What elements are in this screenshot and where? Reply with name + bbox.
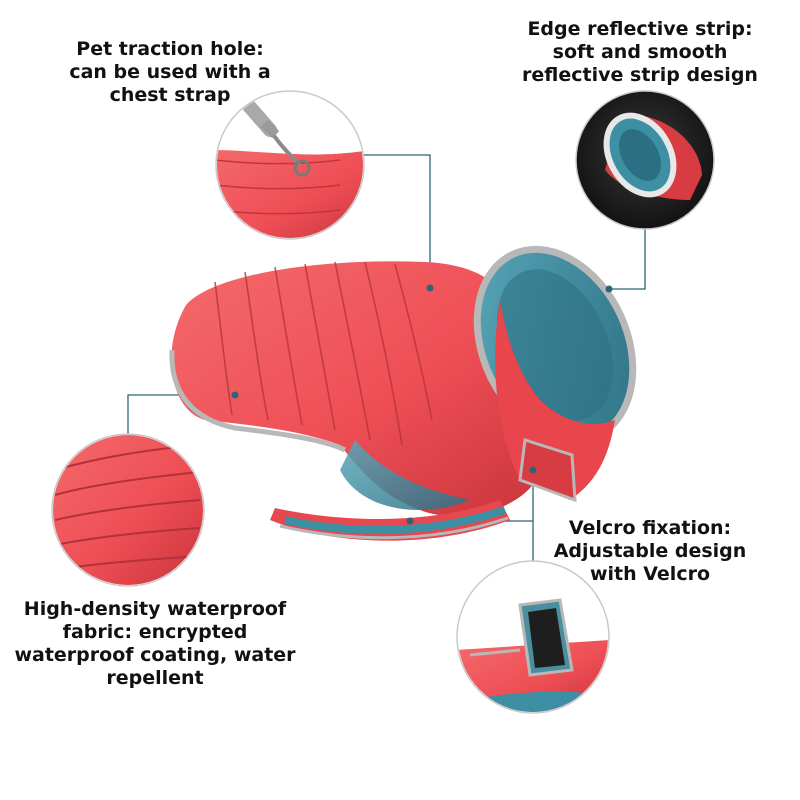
leader-dot-edge bbox=[605, 285, 613, 293]
caption-traction-hole: Pet traction hole: can be used with a ch… bbox=[50, 38, 290, 107]
caption-line: reflective strip design bbox=[522, 64, 758, 86]
caption-line: soft and smooth bbox=[552, 41, 728, 63]
caption-line: Pet traction hole: bbox=[76, 38, 264, 60]
caption-line: chest strap bbox=[109, 84, 231, 106]
inset-reflective bbox=[575, 90, 715, 230]
leader-dot-velcro bbox=[406, 517, 414, 525]
quilted-fabric-icon bbox=[214, 261, 433, 446]
caption-line: can be used with a bbox=[69, 61, 271, 83]
caption-line: Adjustable design bbox=[553, 540, 747, 562]
inset-velcro bbox=[456, 560, 610, 714]
caption-line: High-density waterproof bbox=[23, 598, 287, 620]
velcro-flap-icon bbox=[518, 598, 574, 677]
reflective-collar-icon bbox=[603, 112, 702, 200]
caption-line: repellent bbox=[106, 667, 204, 689]
leader-dot-velcro-top bbox=[529, 466, 537, 474]
leader-line-traction bbox=[363, 154, 431, 288]
leader-dots bbox=[231, 284, 613, 525]
leader-line-edge bbox=[609, 228, 646, 290]
inset-traction bbox=[215, 90, 365, 240]
caption-line: fabric: encrypted bbox=[62, 621, 248, 643]
caption-line: with Velcro bbox=[589, 563, 711, 585]
leader-dot-traction bbox=[426, 284, 434, 292]
leader-dot-fabric bbox=[231, 391, 239, 399]
dog-coat bbox=[169, 245, 637, 541]
caption-reflective-strip: Edge reflective strip: soft and smooth r… bbox=[505, 18, 775, 87]
caption-velcro: Velcro fixation: Adjustable design with … bbox=[540, 517, 760, 586]
caption-waterproof-fabric: High-density waterproof fabric: encrypte… bbox=[10, 598, 300, 690]
caption-line: Edge reflective strip: bbox=[527, 18, 753, 40]
caption-line: Velcro fixation: bbox=[568, 517, 732, 539]
caption-line: waterproof coating, water bbox=[14, 644, 296, 666]
inset-fabric bbox=[51, 433, 205, 587]
